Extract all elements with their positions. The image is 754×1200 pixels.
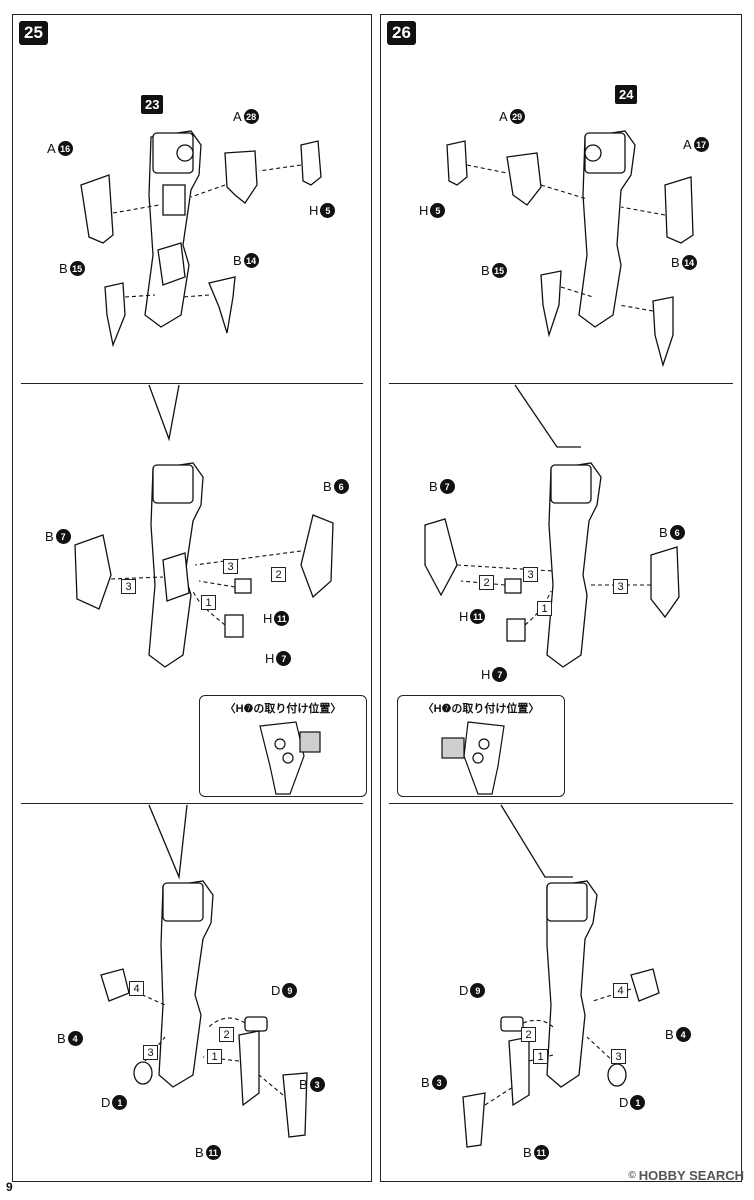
step-25-column: 25 23 — [12, 14, 372, 1182]
inset-title: 〈H❼の取り付け位置〉 — [224, 703, 342, 715]
sequence-marker: 1 — [533, 1049, 548, 1064]
assembly-label: 24 — [615, 85, 638, 104]
inset-illustration — [441, 721, 505, 795]
sequence-marker: 1 — [207, 1049, 222, 1064]
sequence-marker: 3 — [223, 559, 238, 574]
copyright-symbol: © — [628, 1170, 636, 1181]
sequence-marker: 3 — [523, 567, 538, 582]
leg-parts-illustration — [80, 130, 322, 348]
panel-divider — [389, 803, 733, 804]
sequence-marker: 3 — [613, 579, 628, 594]
assembly-label: 23 — [141, 95, 164, 114]
leg-parts-illustration — [446, 130, 694, 368]
step-25-panel-1: 23 — [13, 15, 371, 385]
step-26-panel-1: 24 — [381, 15, 741, 385]
page-number: 9 — [6, 1180, 13, 1194]
watermark-brand: HOBBY SEARCH — [638, 1168, 744, 1183]
leg-armor-illustration — [74, 384, 334, 668]
attachment-position-inset: 〈H❼の取り付け位置〉 — [397, 695, 565, 797]
watermark: © HOBBY SEARCH — [628, 1168, 744, 1183]
sequence-marker: 3 — [143, 1045, 158, 1060]
sequence-marker: 2 — [271, 567, 286, 582]
sequence-marker: 4 — [129, 981, 144, 996]
leg-lower-illustration — [100, 804, 308, 1138]
sequence-marker: 2 — [219, 1027, 234, 1042]
step-number-badge: 26 — [387, 21, 416, 45]
sequence-marker: 2 — [479, 575, 494, 590]
sequence-marker: 2 — [521, 1027, 536, 1042]
panel-divider — [389, 383, 733, 384]
panel-divider — [21, 383, 363, 384]
sequence-marker: 1 — [201, 595, 216, 610]
sequence-marker: 3 — [611, 1049, 626, 1064]
sequence-marker: 4 — [613, 983, 628, 998]
step-number-badge: 25 — [19, 21, 48, 45]
sequence-marker: 1 — [537, 601, 552, 616]
attachment-position-inset: 〈H❼の取り付け位置〉 — [199, 695, 367, 797]
panel-divider — [21, 803, 363, 804]
leg-armor-illustration — [424, 384, 680, 668]
leg-lower-illustration — [462, 804, 660, 1148]
step-26-column: 26 24 — [380, 14, 742, 1182]
inset-title: 〈H❼の取り付け位置〉 — [422, 703, 540, 715]
inset-illustration — [259, 721, 321, 795]
sequence-marker: 3 — [121, 579, 136, 594]
